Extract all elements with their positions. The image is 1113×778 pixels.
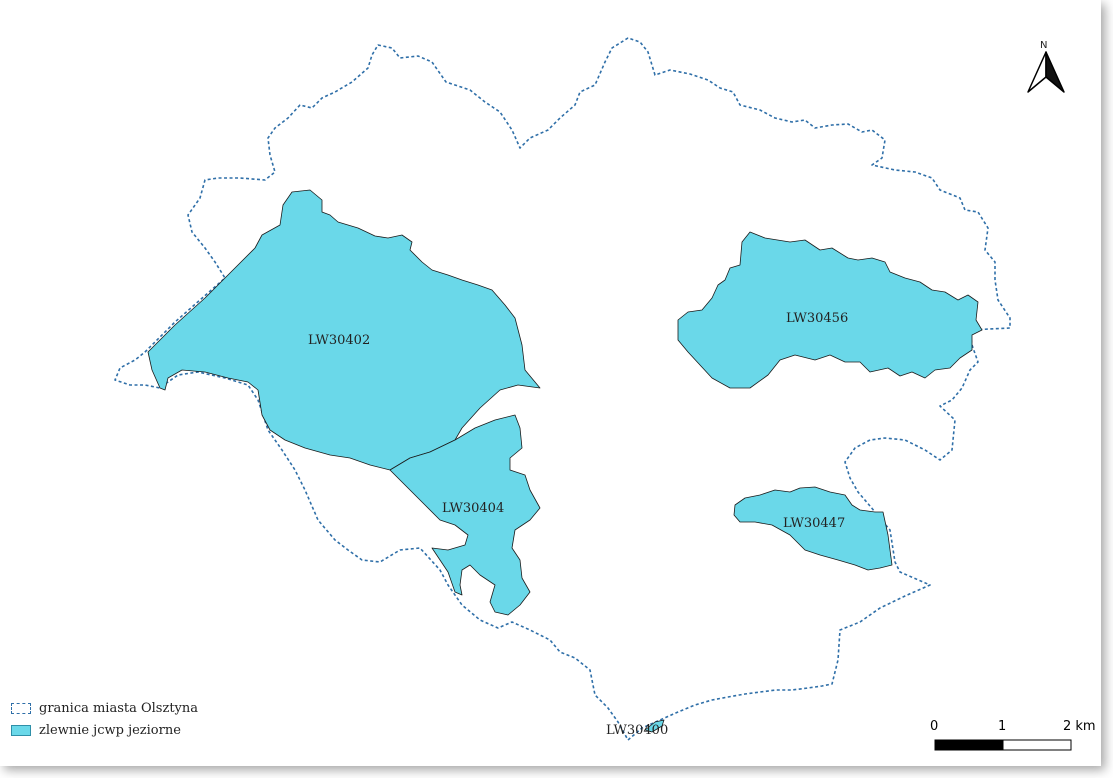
legend-label-boundary: granica miasta Olsztyna — [39, 700, 199, 716]
catchment-lw30456 — [677, 231, 983, 389]
catchment-lw30447 — [733, 486, 893, 571]
map-frame: LW30402 LW30404 LW30456 LW30447 LW30400 … — [11, 37, 1096, 751]
map-canvas: LW30402 LW30404 LW30456 LW30447 LW30400 … — [114, 37, 1096, 751]
legend-label-catchment: zlewnie jcwp jeziorne — [39, 722, 181, 738]
scale-bar: 0 1 2 km — [930, 719, 1096, 751]
legend-swatch-boundary — [11, 702, 31, 714]
label-lw30447: LW30447 — [783, 516, 845, 531]
scale-tick-0: 0 — [930, 719, 938, 734]
scale-tick-2: 2 km — [1063, 719, 1096, 734]
catchment-lw30402 — [147, 189, 541, 471]
scale-tick-1: 1 — [998, 719, 1006, 734]
catchment-lw30400 — [644, 719, 665, 733]
legend-swatch-catchment — [11, 724, 31, 736]
label-lw30400: LW30400 — [606, 723, 668, 738]
north-arrow-label: N — [1040, 40, 1047, 51]
city-boundary — [114, 37, 1011, 741]
legend-item-boundary: granica miasta Olsztyna — [11, 697, 198, 719]
label-lw30404: LW30404 — [442, 501, 504, 516]
catchment-lw30404 — [389, 414, 541, 616]
legend: granica miasta Olsztyna zlewnie jcwp jez… — [11, 697, 198, 741]
label-lw30456: LW30456 — [786, 311, 848, 326]
label-lw30402: LW30402 — [308, 333, 370, 348]
legend-item-catchment: zlewnie jcwp jeziorne — [11, 719, 198, 741]
north-arrow-icon: N — [1027, 40, 1065, 93]
